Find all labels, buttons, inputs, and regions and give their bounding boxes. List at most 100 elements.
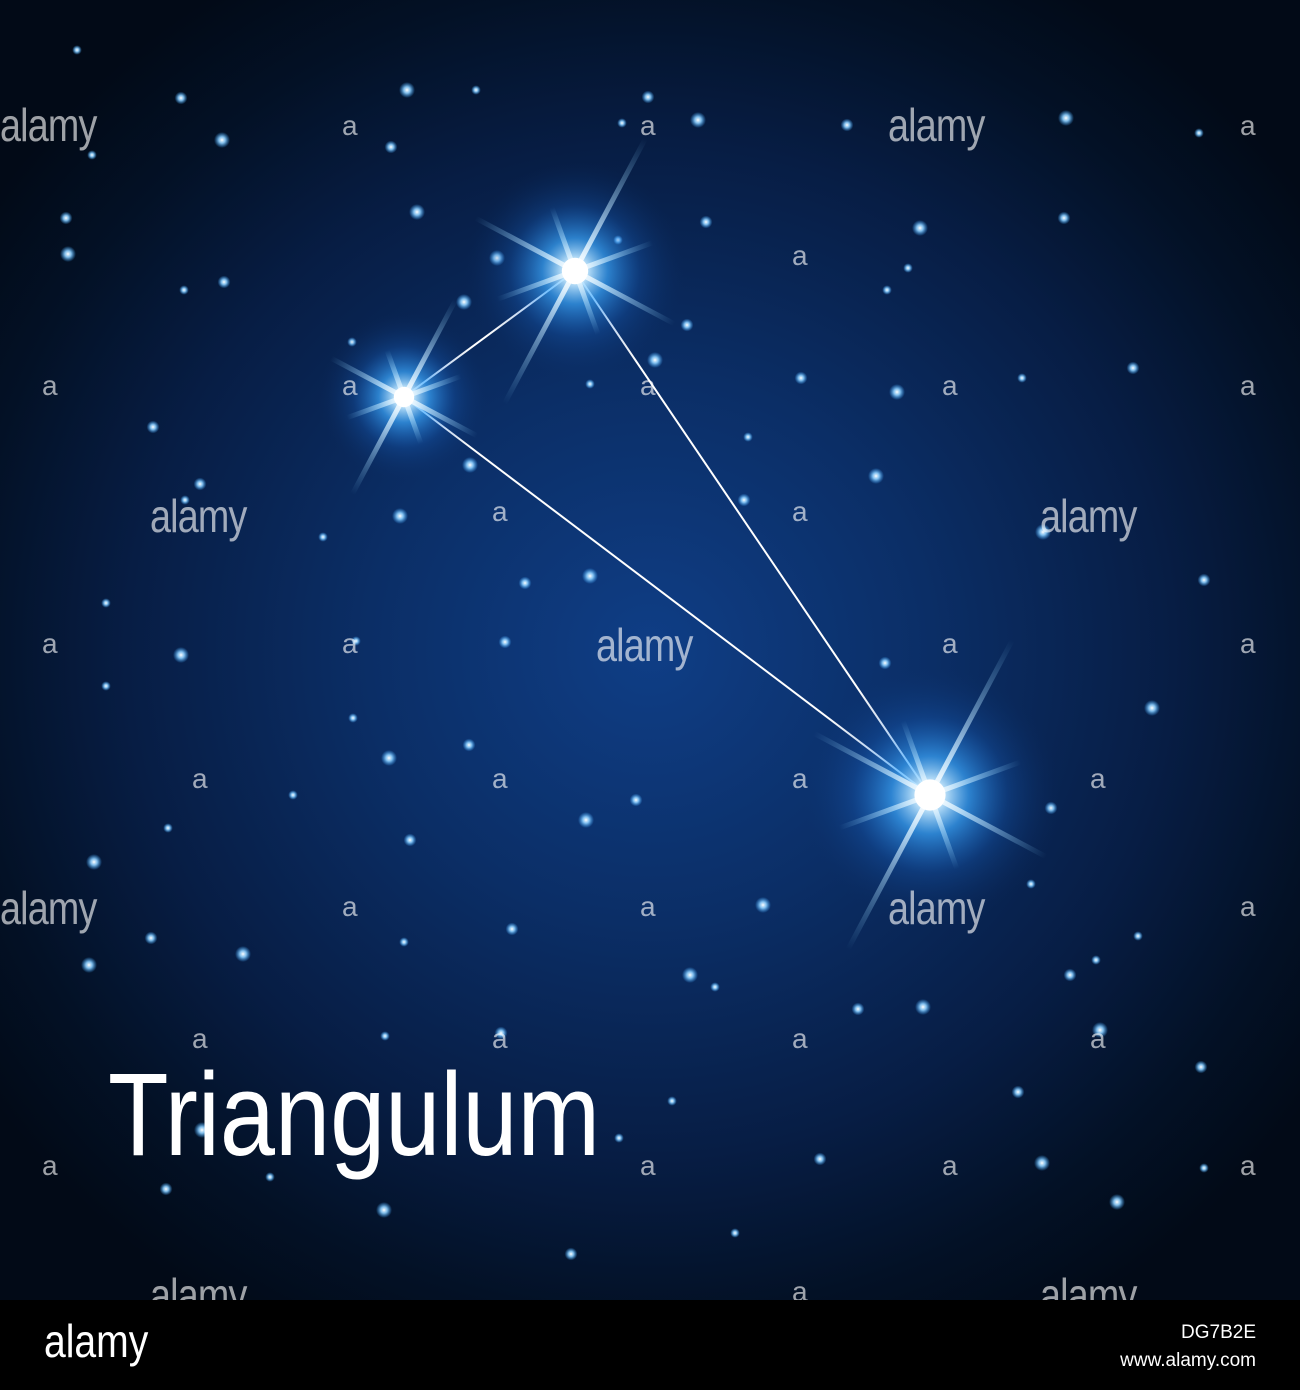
small-star-icon <box>87 150 97 160</box>
small-star-icon <box>159 1182 173 1196</box>
small-star-icon <box>614 1133 624 1143</box>
small-star-icon <box>1126 361 1140 375</box>
small-star-icon <box>518 576 532 590</box>
small-star-icon <box>348 713 358 723</box>
small-star-icon <box>498 635 512 649</box>
bright-star-icon <box>465 137 685 405</box>
small-star-icon <box>1035 524 1051 540</box>
small-star-icon <box>690 112 706 128</box>
small-star-icon <box>1092 1022 1108 1038</box>
small-star-icon <box>912 220 928 236</box>
small-star-icon <box>1091 955 1101 965</box>
small-star-icon <box>101 681 111 691</box>
small-star-icon <box>647 352 663 368</box>
small-star-icon <box>494 1026 508 1040</box>
watermark-glyph: a <box>342 110 358 141</box>
watermark-glyph: a <box>640 1150 656 1181</box>
watermark-glyph: a <box>942 628 958 659</box>
watermark-glyph: a <box>1240 110 1256 141</box>
watermark: alamy <box>150 1269 247 1300</box>
site-url: www.alamy.com <box>1120 1350 1256 1371</box>
small-star-icon <box>471 85 481 95</box>
small-star-icon <box>629 793 643 807</box>
watermark-glyph: a <box>192 763 208 794</box>
watermark: alamy <box>888 99 985 151</box>
watermark-glyph: a <box>792 763 808 794</box>
watermark-glyph: a <box>792 1023 808 1054</box>
small-star-icon <box>381 750 397 766</box>
watermark-glyph: a <box>942 370 958 401</box>
small-star-icon <box>737 493 751 507</box>
small-star-icon <box>288 790 298 800</box>
small-star-icon <box>146 420 160 434</box>
small-star-icon <box>173 647 189 663</box>
small-star-icon <box>1026 879 1036 889</box>
small-star-icon <box>193 477 207 491</box>
watermark-glyph: a <box>492 763 508 794</box>
watermark-glyph: a <box>342 891 358 922</box>
small-star-icon <box>101 598 111 608</box>
small-star-icon <box>1057 211 1071 225</box>
small-star-icon <box>578 812 594 828</box>
watermark-glyph: a <box>342 370 358 401</box>
small-star-icon <box>585 379 595 389</box>
small-star-icon <box>882 285 892 295</box>
watermark: alamy <box>596 619 693 671</box>
small-star-icon <box>376 1202 392 1218</box>
small-star-icon <box>868 468 884 484</box>
small-star-icon <box>1197 573 1211 587</box>
bright-star-icon <box>319 298 489 496</box>
bright-stars <box>319 137 1060 951</box>
small-star-icon <box>72 45 82 55</box>
small-star-icon <box>1144 700 1160 716</box>
watermark: alamy <box>0 882 97 934</box>
small-star-icon <box>1034 1155 1050 1171</box>
watermark-glyph: a <box>1240 891 1256 922</box>
small-star-icon <box>81 957 97 973</box>
small-star-icon <box>1194 1060 1208 1074</box>
small-star-icon <box>851 1002 865 1016</box>
watermark-glyph: a <box>1240 370 1256 401</box>
small-star-icon <box>235 946 251 962</box>
watermark-glyph: a <box>342 628 358 659</box>
small-star-icon <box>1133 931 1143 941</box>
small-star-icon <box>392 508 408 524</box>
small-star-icon <box>582 568 598 584</box>
small-star-icon <box>351 636 361 646</box>
small-star-icon <box>682 967 698 983</box>
watermark: alamy <box>150 490 247 542</box>
small-star-icon <box>60 246 76 262</box>
watermark-glyph: a <box>1090 1023 1106 1054</box>
footer-bar: alamy DG7B2E www.alamy.com <box>0 1300 1300 1390</box>
small-star-icon <box>755 897 771 913</box>
small-star-icon <box>214 132 230 148</box>
small-star-icon <box>144 931 158 945</box>
watermark-glyph: a <box>1240 1150 1256 1181</box>
small-star-icon <box>174 91 188 105</box>
small-star-icon <box>505 922 519 936</box>
small-star-icon <box>915 999 931 1015</box>
small-star-icon <box>1058 110 1074 126</box>
small-star-icon <box>889 384 905 400</box>
watermark: alamy <box>0 99 97 151</box>
small-star-icon <box>194 1122 210 1138</box>
small-star-icon <box>680 318 694 332</box>
small-star-icon <box>86 854 102 870</box>
small-star-icon <box>1011 1085 1025 1099</box>
small-star-icon <box>1109 1194 1125 1210</box>
small-star-icon <box>1199 1163 1209 1173</box>
small-star-icon <box>456 294 472 310</box>
small-star-icon <box>840 118 854 132</box>
constellation-title: Triangulum <box>108 1049 601 1181</box>
small-star-icon <box>380 1031 390 1041</box>
small-star-icon <box>743 432 753 442</box>
alamy-logo: alamy <box>44 1315 149 1367</box>
small-star-icon <box>564 1247 578 1261</box>
watermark-glyph: a <box>492 1023 508 1054</box>
watermark-glyph: a <box>792 1276 808 1301</box>
small-star-icon <box>813 1152 827 1166</box>
watermark-glyph: a <box>792 496 808 527</box>
watermark: alamy <box>1040 490 1137 542</box>
